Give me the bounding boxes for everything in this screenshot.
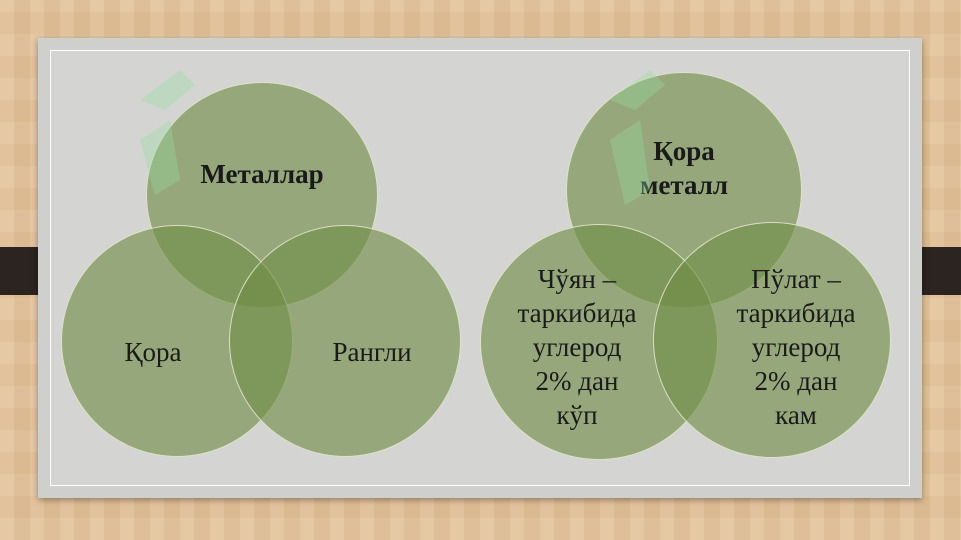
label-cast-iron-line: таркибида <box>517 298 637 328</box>
label-cast-iron-line: углерод <box>532 332 622 362</box>
label-ferrous-metal: Қора металл <box>604 134 764 202</box>
label-steel-line: кам <box>775 400 817 430</box>
watermark-logo <box>610 70 665 205</box>
label-cast-iron-line: 2% дан <box>535 366 619 396</box>
circle-nonferrous <box>229 225 461 457</box>
left-edge-tab <box>0 247 38 295</box>
label-ferrous-metal-line1: Қора <box>653 136 715 166</box>
label-cast-iron-line: Чўян – <box>537 264 617 294</box>
label-ferrous-metal-line2: металл <box>639 170 728 200</box>
label-steel: Пўлат – таркибида углерод 2% дан кам <box>716 262 876 432</box>
label-cast-iron: Чўян – таркибида углерод 2% дан кўп <box>497 262 657 432</box>
label-metals: Металлар <box>200 159 324 189</box>
circle-steel <box>653 222 891 458</box>
label-cast-iron-line: кўп <box>556 400 598 430</box>
label-steel-line: таркибида <box>736 298 856 328</box>
label-ferrous: Қора <box>124 337 182 367</box>
label-steel-line: углерод <box>751 332 841 362</box>
label-nonferrous: Рангли <box>332 337 412 367</box>
watermark-logo <box>140 70 195 195</box>
label-steel-line: Пўлат – <box>751 264 841 294</box>
label-steel-line: 2% дан <box>754 366 838 396</box>
